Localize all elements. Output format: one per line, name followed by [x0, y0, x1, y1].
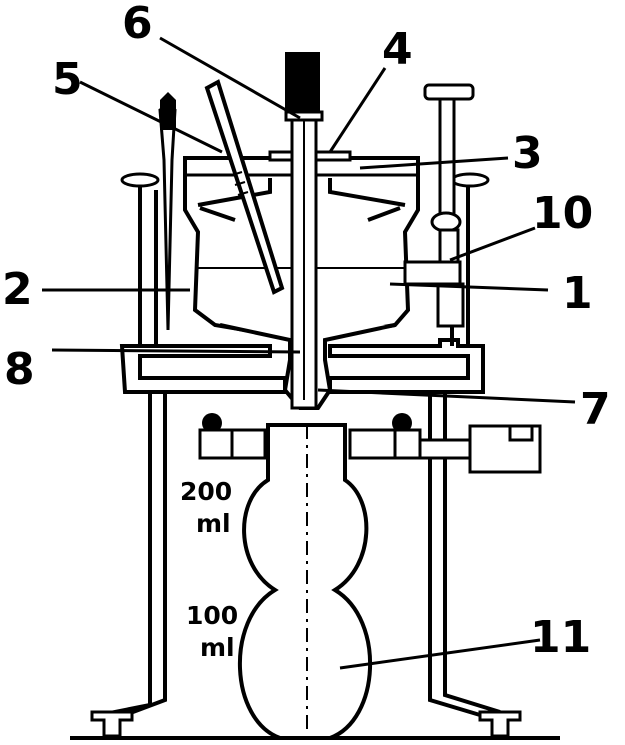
left-stand-leg [90, 392, 167, 738]
callout-11: 11 [530, 612, 591, 663]
left-upright [138, 180, 158, 346]
baffle-left [197, 178, 272, 222]
upper-unit-label: ml [196, 509, 231, 538]
callout-1: 1 [562, 268, 593, 319]
electrode [158, 103, 177, 331]
upper-volume-label: 200 [180, 477, 232, 506]
callout-10: 10 [532, 188, 593, 239]
flask [237, 423, 373, 740]
thermometer [204, 79, 285, 295]
lower-volume-label: 100 [186, 601, 238, 630]
lower-unit-label: ml [200, 633, 235, 662]
callout-6: 6 [122, 0, 153, 49]
callout-4: 4 [382, 24, 413, 75]
support-tray [119, 344, 287, 394]
clamp-assembly [198, 413, 542, 474]
callout-7: 7 [580, 384, 611, 435]
baffle-right [328, 178, 406, 222]
callout-3: 3 [512, 128, 543, 179]
support-tray-right [328, 338, 485, 394]
callout-2: 2 [2, 264, 33, 315]
right-hook [450, 172, 490, 188]
motor-block [285, 52, 320, 112]
leader-lines [42, 36, 576, 670]
callout-5: 5 [52, 54, 83, 105]
left-hook [120, 172, 160, 188]
callout-8: 8 [4, 344, 35, 395]
shaft-collar [284, 110, 324, 122]
right-stand-leg [428, 392, 522, 738]
